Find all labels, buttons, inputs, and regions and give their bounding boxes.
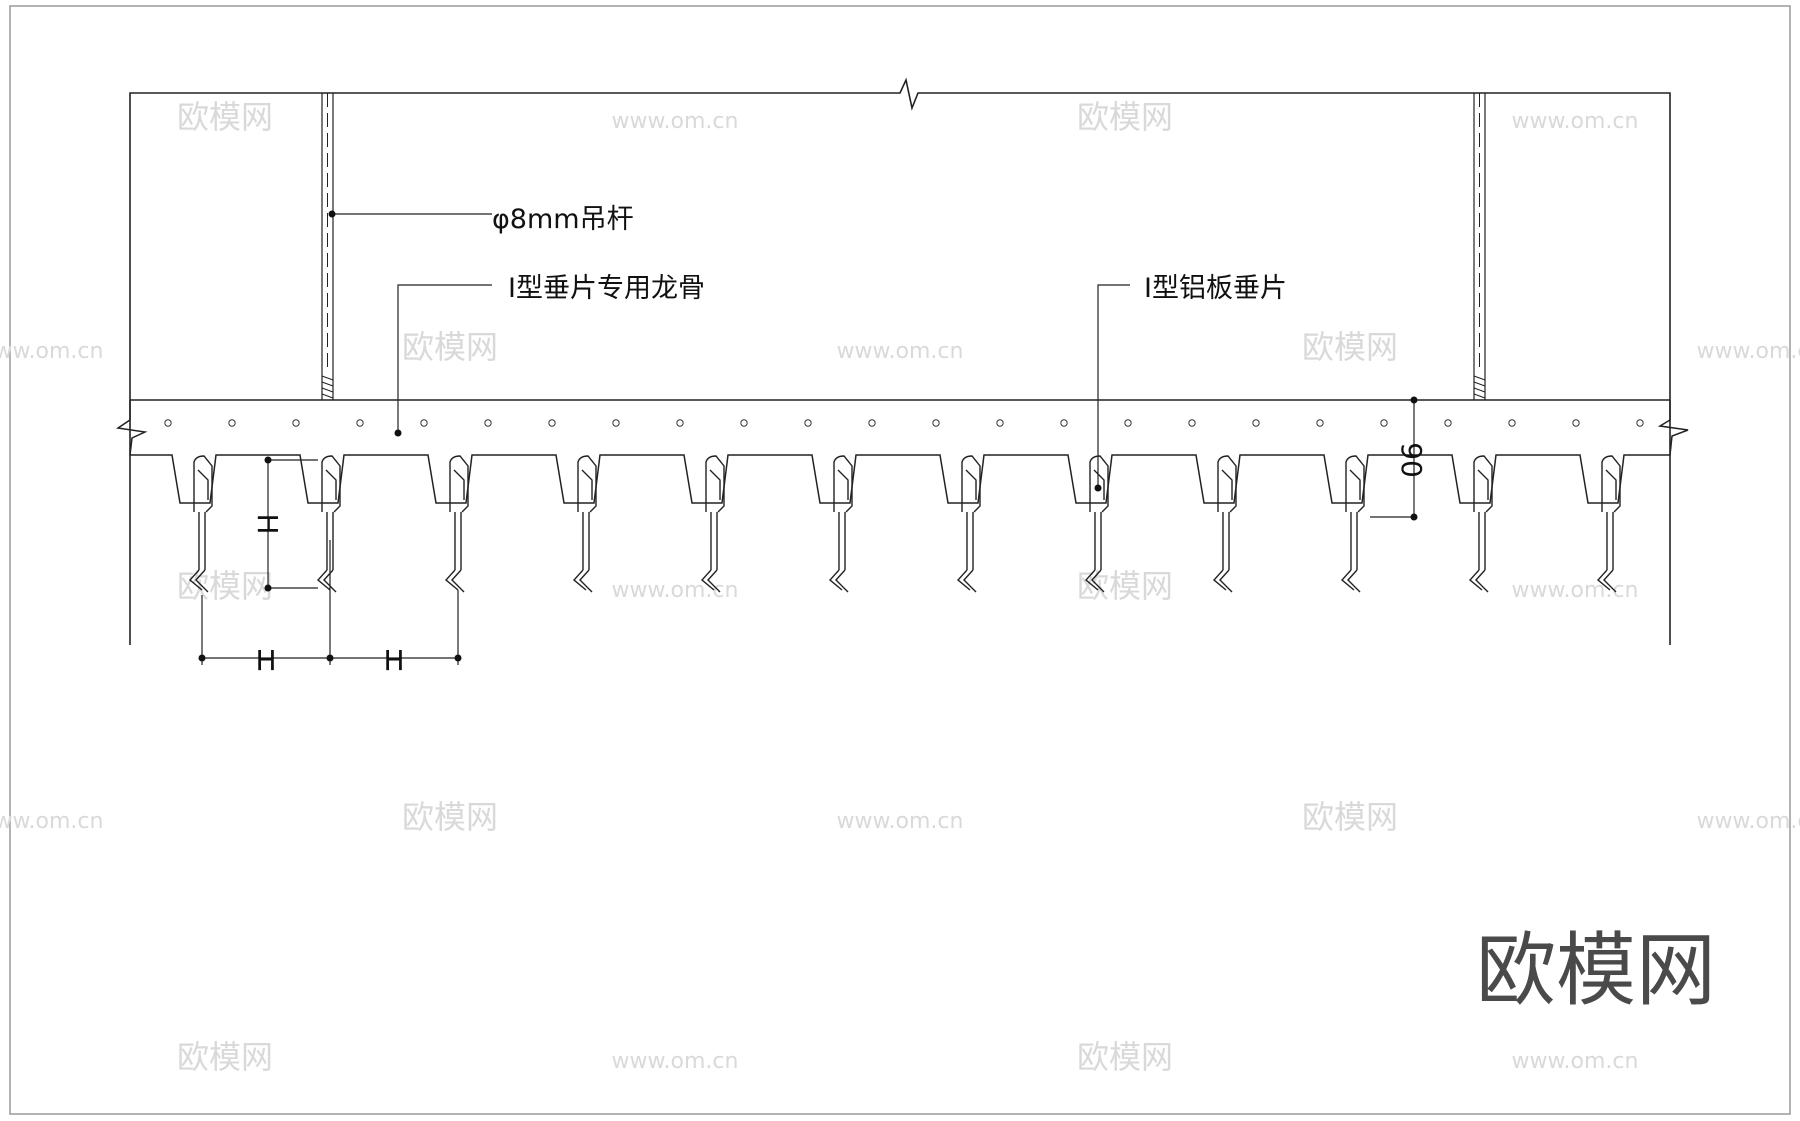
baffle-blade xyxy=(1084,455,1109,593)
keel-break-right xyxy=(1657,400,1689,456)
keel-hole xyxy=(548,419,556,427)
keel-hole xyxy=(228,419,236,427)
baffle-blade xyxy=(1212,455,1237,593)
keel-hole xyxy=(1188,419,1196,427)
keel-hole xyxy=(164,419,172,427)
dim-pitch-a: H xyxy=(255,644,276,677)
keel-hole xyxy=(1124,419,1132,427)
watermark-url-text: www.om.cn xyxy=(612,109,739,134)
hanger-rod-left xyxy=(321,93,334,400)
leader-dot-baffle xyxy=(1094,484,1102,492)
dim-pitch-b: H xyxy=(383,644,404,677)
watermark-url-text: www.om.cn xyxy=(1512,578,1639,603)
watermark-url-text: www.om.cn xyxy=(837,809,964,834)
keel-hole xyxy=(740,419,748,427)
keel-profile xyxy=(130,454,1670,504)
keel-hole xyxy=(292,419,300,427)
dimension-lines xyxy=(198,396,1418,665)
brand-logo: 欧模网 xyxy=(1476,924,1716,1017)
watermark-url-text: www.om.cn xyxy=(612,578,739,603)
watermark-logo-text: 欧模网 xyxy=(1077,567,1173,605)
keel-hole xyxy=(1508,419,1516,427)
baffle-blade xyxy=(188,455,213,593)
keel-hole xyxy=(420,419,428,427)
hanger-rods xyxy=(321,93,1486,400)
label-keel: I型垂片专用龙骨 xyxy=(508,273,705,304)
watermark-logo-text: 欧模网 xyxy=(177,567,273,605)
sheet-border xyxy=(9,5,1791,1115)
watermark-layer: 欧模网 www.om.cn 欧模网 www.om.cn www.om.cn 欧模网 www.… xyxy=(0,98,1800,1076)
watermark-url-text: www.om.cn xyxy=(1697,809,1800,834)
watermark-url-text: www.om.cn xyxy=(1512,109,1639,134)
baffle-blade xyxy=(700,455,725,593)
label-baffle: I型铝板垂片 xyxy=(1144,273,1287,304)
baffle-blade xyxy=(956,455,981,593)
keel-holes xyxy=(164,419,1644,427)
baffle-blade xyxy=(1596,455,1621,593)
baffle-blade xyxy=(1340,455,1365,593)
watermark-url-text: www.om.cn xyxy=(0,809,103,834)
keel-hole xyxy=(356,419,364,427)
keel-hole xyxy=(868,419,876,427)
watermark-url-text: www.om.cn xyxy=(1697,339,1800,364)
watermark-logo-text: 欧模网 xyxy=(1302,328,1398,366)
watermark-url-text: www.om.cn xyxy=(837,339,964,364)
dim-blade-height: H xyxy=(251,513,284,534)
watermark-url-text: www.om.cn xyxy=(0,339,103,364)
watermark-logo-text: 欧模网 xyxy=(1302,798,1398,836)
watermark-logo-text: 欧模网 xyxy=(177,1038,273,1076)
slab-outline xyxy=(129,77,1671,645)
watermark-logo-text: 欧模网 xyxy=(402,798,498,836)
keel-hole xyxy=(1572,419,1580,427)
baffle-blade xyxy=(1468,455,1493,593)
baffle-blade xyxy=(444,455,469,593)
keel-hole xyxy=(484,419,492,427)
baffle-blade xyxy=(572,455,597,593)
hanger-rod-right xyxy=(1473,93,1486,400)
keel-hole xyxy=(932,419,940,427)
watermark-url-text: www.om.cn xyxy=(612,1049,739,1074)
callout-leaders xyxy=(328,210,1130,492)
keel-hole xyxy=(612,419,620,427)
watermark-logo-text: 欧模网 xyxy=(402,328,498,366)
slab-top-line xyxy=(129,77,1671,645)
keel-hole xyxy=(1380,419,1388,427)
keel-hole xyxy=(676,419,684,427)
baffle-blade xyxy=(316,455,341,593)
keel-hole xyxy=(1636,419,1644,427)
leader-dot-hanger xyxy=(328,210,336,218)
keel-hole xyxy=(1060,419,1068,427)
baffle-blades xyxy=(188,455,1621,593)
keel-hole xyxy=(1316,419,1324,427)
baffle-blade xyxy=(828,455,853,593)
watermark-logo-text: 欧模网 xyxy=(177,98,273,136)
keel-carrier xyxy=(115,399,1689,504)
label-hanger-rod: φ8mm吊杆 xyxy=(492,204,634,235)
keel-hole xyxy=(1252,419,1260,427)
leader-dot-keel xyxy=(394,429,402,437)
keel-break-left xyxy=(115,400,148,456)
watermark-url-text: www.om.cn xyxy=(1512,1049,1639,1074)
keel-hole xyxy=(804,419,812,427)
dim-depth: 90 xyxy=(1395,442,1428,478)
keel-hole xyxy=(996,419,1004,427)
keel-hole xyxy=(1444,419,1452,427)
watermark-logo-text: 欧模网 xyxy=(1077,1038,1173,1076)
watermark-logo-text: 欧模网 xyxy=(1077,98,1173,136)
